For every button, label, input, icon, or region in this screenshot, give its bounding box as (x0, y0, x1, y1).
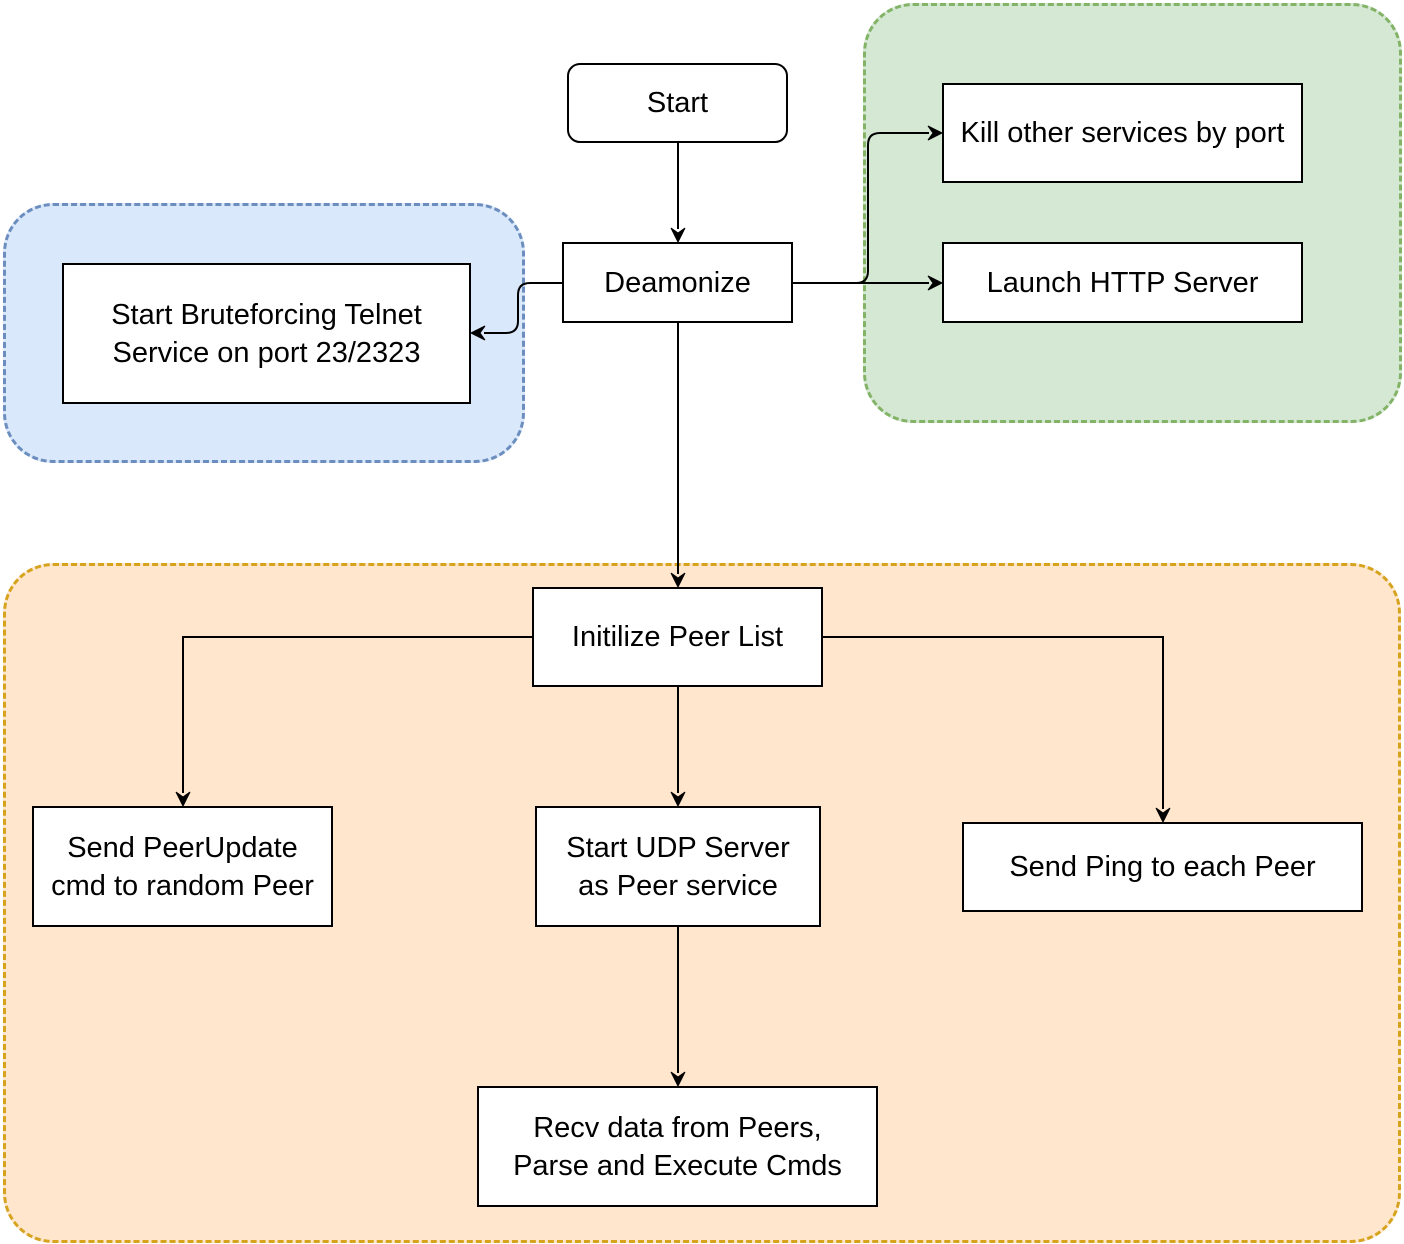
edge-deamonize-to-peerlist (670, 323, 686, 589)
arrowhead-icon (927, 275, 944, 291)
edge-peerlist-to-udp (670, 687, 686, 808)
deamonize-node: Deamonize (562, 242, 793, 323)
edge-udp-to-recv (670, 927, 686, 1088)
edge-line (793, 132, 929, 284)
peer-list-node: Initilize Peer List (532, 587, 823, 687)
edge-line (823, 636, 1164, 809)
udp-server-node: Start UDP Server as Peer service (535, 806, 821, 927)
arrowhead-icon (469, 325, 486, 341)
http-server-node: Launch HTTP Server (942, 242, 1303, 323)
edge-peerlist-to-peerupdate (175, 636, 532, 808)
kill-services-node: Kill other services by port (942, 83, 1303, 183)
arrowhead-icon (1155, 807, 1171, 824)
services-group (863, 3, 1402, 423)
ping-peers-node: Send Ping to each Peer (962, 822, 1363, 912)
recv-data-node: Recv data from Peers, Parse and Execute … (477, 1086, 878, 1207)
start-node: Start (567, 63, 788, 143)
arrowhead-icon (927, 125, 944, 141)
arrowhead-icon (670, 572, 686, 589)
edge-deamonize-to-http (793, 275, 944, 291)
arrowhead-icon (670, 1071, 686, 1088)
edge-deamonize-to-kill (793, 125, 944, 284)
edge-peerlist-to-ping (823, 636, 1171, 824)
edge-line (484, 282, 562, 334)
arrowhead-icon (175, 791, 191, 808)
peer-update-node: Send PeerUpdate cmd to random Peer (32, 806, 333, 927)
edge-line (182, 636, 532, 793)
edge-deamonize-to-telnet (469, 282, 562, 341)
telnet-bruteforce-node: Start Bruteforcing Telnet Service on por… (62, 263, 471, 404)
arrowhead-icon (670, 227, 686, 244)
edge-start-to-deamonize (670, 143, 686, 244)
arrowhead-icon (670, 791, 686, 808)
